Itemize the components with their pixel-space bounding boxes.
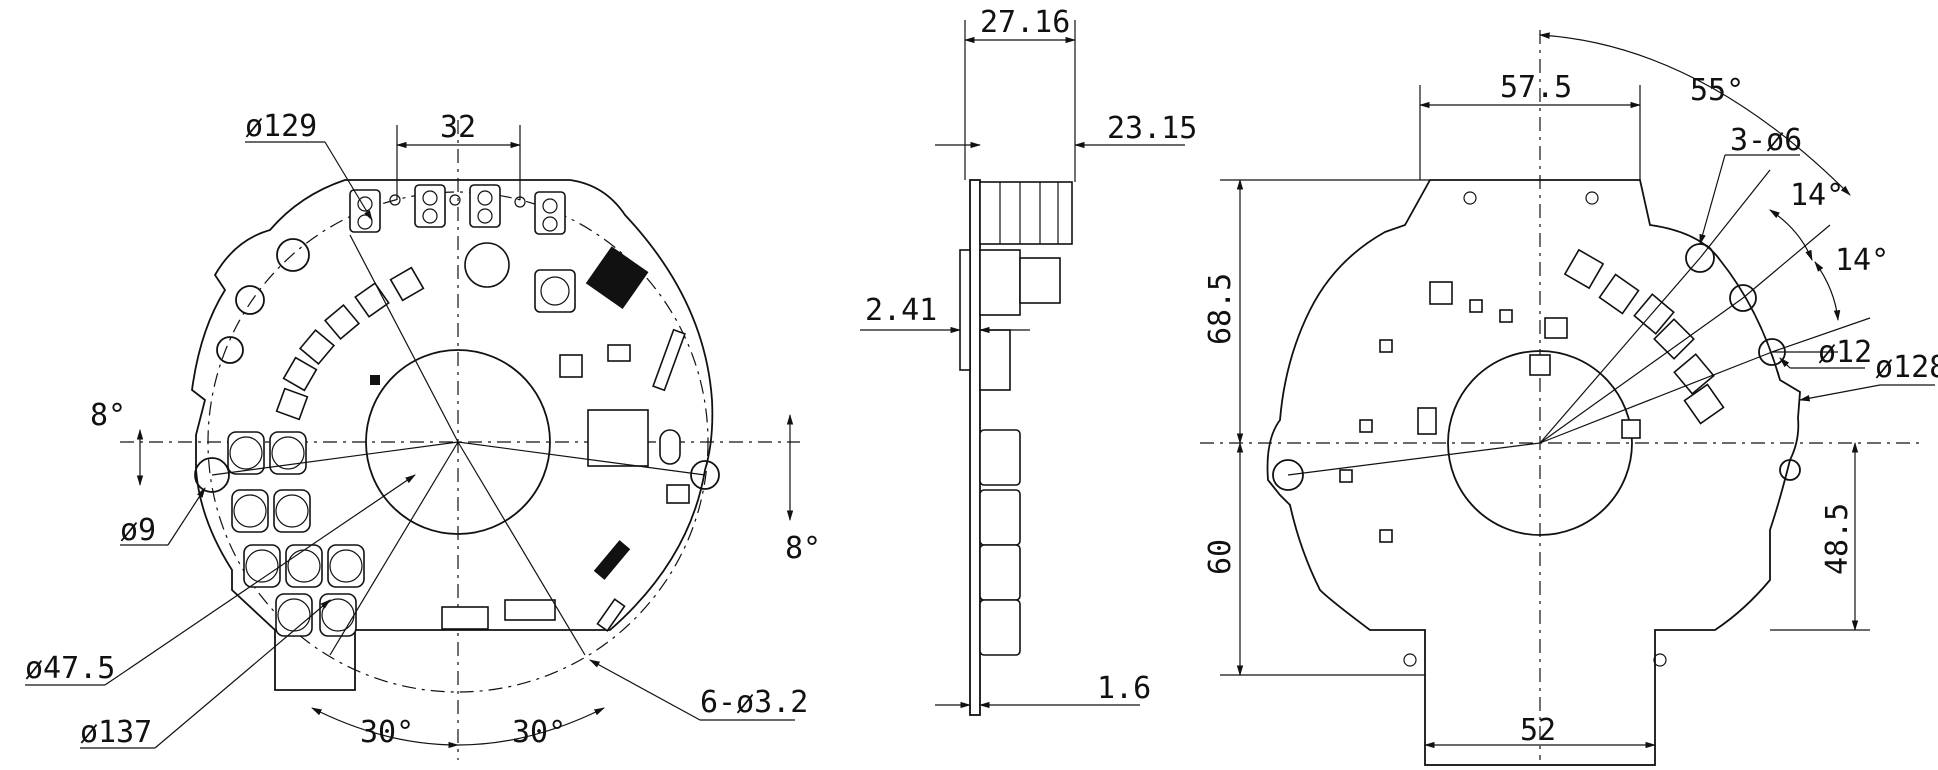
front-inductor bbox=[464, 242, 510, 288]
back-dim-14-a: 14° bbox=[1790, 178, 1844, 213]
front-ear-left3 bbox=[216, 336, 244, 364]
back-dim-o12: ø12 bbox=[1818, 335, 1872, 370]
front-usb bbox=[441, 606, 489, 630]
back-dim-68-5: 68.5 bbox=[1203, 273, 1238, 345]
front-center-hole bbox=[365, 349, 551, 535]
front-top-connectors bbox=[349, 184, 566, 235]
front-dim-o47-5: ø47.5 bbox=[25, 651, 115, 686]
side-comp-1 bbox=[979, 249, 1021, 316]
side-board bbox=[969, 179, 981, 716]
back-components bbox=[1339, 248, 1725, 543]
front-ear-right bbox=[690, 460, 720, 490]
back-dim-60: 60 bbox=[1203, 539, 1238, 575]
back-hole-2 bbox=[1729, 284, 1757, 312]
front-dim-8-left: 8° bbox=[90, 398, 126, 433]
front-ear-left bbox=[194, 457, 230, 493]
front-pads bbox=[275, 266, 425, 421]
front-dim-30-right: 30° bbox=[512, 715, 566, 750]
back-dim-48-5: 48.5 bbox=[1820, 503, 1855, 575]
back-dim-57-5: 57.5 bbox=[1500, 70, 1572, 105]
front-view: 32 ø129 8° 8° ø9 ø47.5 ø137 30° 30° 6-ø3… bbox=[25, 109, 821, 760]
front-dim-8-right: 8° bbox=[785, 531, 821, 566]
side-comp-3 bbox=[979, 329, 1011, 391]
side-dim-2-41: 2.41 bbox=[865, 293, 937, 328]
side-dim-1-6: 1.6 bbox=[1097, 671, 1151, 706]
side-comp-2 bbox=[1019, 257, 1061, 304]
back-view: 57.5 55° 3-ø6 14° 14° ø12 ø128 68.5 60 bbox=[1200, 30, 1938, 766]
front-board-outline bbox=[191, 179, 714, 691]
front-ear-left2 bbox=[235, 285, 265, 315]
back-dim-52: 52 bbox=[1520, 713, 1556, 748]
side-cap-1 bbox=[979, 429, 1021, 486]
front-dim-6-o3-2: 6-ø3.2 bbox=[700, 685, 808, 720]
back-hole-right bbox=[1779, 459, 1801, 481]
front-dim-o129: ø129 bbox=[245, 109, 317, 144]
back-dim-14-b: 14° bbox=[1835, 243, 1889, 278]
front-dim-30-left: 30° bbox=[360, 715, 414, 750]
side-view: 27.16 23.15 2.41 1.6 bbox=[860, 5, 1197, 716]
back-dim-55: 55° bbox=[1690, 73, 1744, 108]
back-center-hole bbox=[1447, 350, 1633, 536]
front-chip-dark bbox=[585, 246, 649, 310]
side-dim-23-15: 23.15 bbox=[1107, 111, 1197, 146]
back-dim-3-o6: 3-ø6 bbox=[1730, 123, 1802, 158]
front-pitch-circle bbox=[207, 191, 709, 693]
front-capacitors bbox=[227, 431, 365, 637]
back-hole-left bbox=[1272, 459, 1304, 491]
front-dim-o9: ø9 bbox=[120, 513, 156, 548]
front-ear-topleft bbox=[276, 238, 310, 272]
front-ic-square bbox=[587, 409, 649, 467]
front-dim-o137: ø137 bbox=[80, 715, 152, 750]
front-header bbox=[504, 599, 556, 621]
side-cap-4 bbox=[979, 599, 1021, 656]
side-cap-3 bbox=[979, 544, 1021, 601]
front-dim-32: 32 bbox=[440, 110, 476, 145]
side-dim-27-16: 27.16 bbox=[980, 5, 1070, 40]
side-back-part bbox=[959, 249, 971, 371]
side-cap-2 bbox=[979, 489, 1021, 546]
side-connector-top bbox=[979, 181, 1073, 245]
back-dim-o128: ø128 bbox=[1875, 350, 1938, 385]
front-crystal bbox=[659, 429, 681, 465]
